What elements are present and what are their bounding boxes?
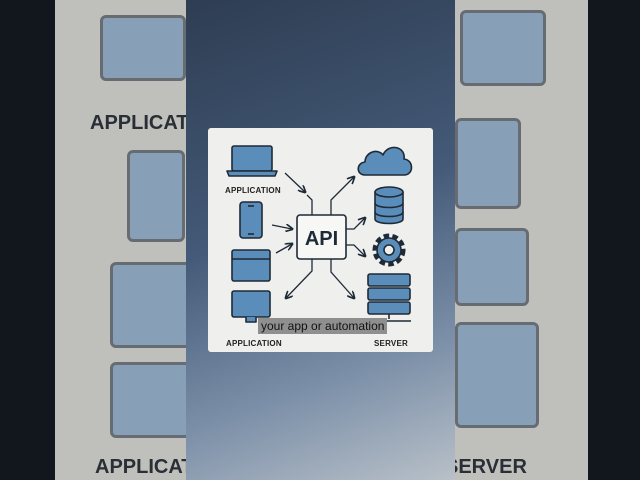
api-diagram: API [226,145,413,323]
server-label: SERVER [374,339,408,348]
blurred-background-right: SERVER [455,0,588,480]
api-label: API [305,228,338,250]
bg-label: APPLICATIO [90,112,186,134]
laptop-icon [226,145,278,177]
database-icon [374,186,404,225]
application-label-bottom: APPLICATION [226,339,282,348]
server-rack-icon [367,273,411,322]
application-label-top: APPLICATION [225,186,281,195]
browser-window-icon [231,249,271,282]
monitor-icon [231,290,271,323]
blurred-background-left: APPLICATIO APPLICATI [55,0,186,480]
phone-icon [239,201,263,239]
api-box [296,214,347,260]
cloud-icon [357,146,413,176]
api-diagram-card: API APPLICATION APPLICATION SERVER [208,128,433,352]
bg-label: APPLICATI [95,456,186,478]
subtitle-caption: your app or automation [258,318,388,334]
gear-icon [372,233,406,267]
connection-arrows [271,172,365,298]
bg-label: SERVER [455,456,527,478]
